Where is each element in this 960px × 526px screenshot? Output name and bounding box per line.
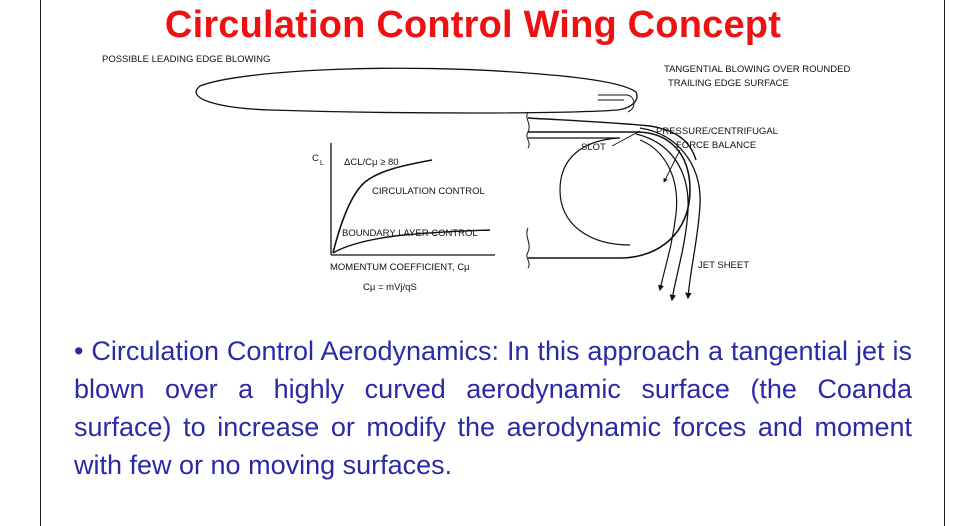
- bullet-paragraph: • Circulation Control Aerodynamics: In t…: [74, 332, 912, 484]
- slot-label: SLOT: [581, 142, 606, 153]
- airfoil-slot-detail: [598, 94, 635, 113]
- graph-y-axis-label: C: [312, 153, 319, 164]
- slide-frame-right-border: [944, 0, 945, 526]
- bullet-marker: •: [74, 336, 84, 366]
- jet-streamline-3: [639, 139, 678, 292]
- closeup-breakline-top: [526, 111, 530, 149]
- pressure-label-line1: PRESSURE/CENTRIFUGAL: [656, 126, 778, 137]
- pressure-pointer: [663, 149, 681, 183]
- momentum-coefficient-formula: Cμ = ṁVj/qS: [363, 282, 417, 293]
- slot-pointer: [611, 130, 641, 147]
- slide-title: Circulation Control Wing Concept: [164, 4, 782, 46]
- leading-edge-label: POSSIBLE LEADING EDGE BLOWING: [102, 54, 270, 65]
- trailing-edge-closeup-body: [528, 131, 691, 259]
- jet-sheet-label: JET SHEET: [698, 260, 749, 271]
- airfoil-shape: [195, 67, 638, 114]
- boundary-layer-control-curve: [332, 229, 491, 254]
- pressure-label-line2: FORCE BALANCE: [676, 140, 756, 151]
- plenum-wall: [527, 117, 697, 161]
- trailing-edge-label-line2: TRAILING EDGE SURFACE: [668, 78, 789, 89]
- bullet-text: Circulation Control Aerodynamics: In thi…: [74, 336, 912, 480]
- jet-streamline-2: [635, 133, 689, 302]
- graph-x-axis-label: MOMENTUM COEFFICIENT, Cμ: [330, 262, 470, 273]
- trailing-edge-label-line1: TANGENTIAL BLOWING OVER ROUNDED: [664, 64, 850, 75]
- jet-streamline-1: [639, 127, 701, 300]
- ratio-label: ΔCL/Cμ ≥ 80: [344, 157, 399, 168]
- slide-frame-left-border: [40, 0, 41, 526]
- circulation-control-curve: [332, 159, 433, 254]
- circulation-control-diagram: POSSIBLE LEADING EDGE BLOWING TANGENTIAL…: [102, 54, 850, 302]
- graph-y-axis-subscript: L: [320, 160, 324, 167]
- closeup-breakline-bottom: [526, 227, 530, 269]
- upper-curve-label: CIRCULATION CONTROL: [372, 186, 485, 197]
- lower-curve-label: BOUNDARY LAYER CONTROL: [342, 228, 478, 239]
- trailing-edge-inner-curve: [528, 137, 631, 246]
